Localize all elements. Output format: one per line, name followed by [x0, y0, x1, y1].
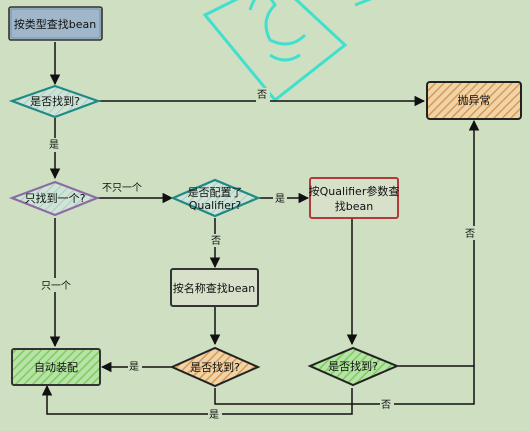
- edge-label-q2-no-bottom: 否: [381, 399, 391, 411]
- node-found-q1: 是否找到?: [8, 84, 102, 119]
- edge-label-q3-no-right: 否: [465, 228, 475, 240]
- edge-label-only-one: 只一个: [41, 280, 71, 292]
- node-found-q2-label: 是否找到?: [190, 360, 240, 374]
- node-qualifier-q-label-1: 是否配置了: [188, 186, 243, 199]
- node-qualifier-q-label-2: Qualifier?: [189, 199, 242, 212]
- node-find-by-qualifier: 按Qualifier参数查 找bean: [309, 177, 400, 219]
- node-find-by-name-label: 按名称查找bean: [173, 281, 255, 295]
- edge-q2-no-to-exception: [214, 366, 475, 405]
- node-found-q1-label: 是否找到?: [30, 94, 80, 108]
- node-find-by-type: 按类型查找bean: [8, 6, 103, 41]
- node-autowire: 自动装配: [11, 348, 101, 386]
- edge-label-qualifier-no: 否: [211, 235, 221, 247]
- node-find-by-type-label: 按类型查找bean: [14, 17, 96, 31]
- node-qualifier-q: 是否配置了 Qualifier?: [170, 178, 261, 218]
- node-find-by-name: 按名称查找bean: [170, 268, 259, 307]
- node-throw-exception: 抛异常: [426, 81, 522, 120]
- edge-label-q3-yes-bottom: 是: [209, 409, 219, 421]
- node-found-q3-label: 是否找到?: [328, 359, 378, 373]
- node-find-by-qualifier-label-2: 找bean: [335, 199, 373, 213]
- edge-label-qualifier-yes: 是: [275, 193, 285, 205]
- edge-q3-no-to-exception: [398, 119, 480, 367]
- node-only-one-q-label: 只找到一个?: [25, 191, 86, 205]
- node-throw-exception-label: 抛异常: [458, 93, 491, 107]
- node-only-one-q: 只找到一个?: [8, 180, 101, 217]
- edge-label-q2-yes: 是: [129, 361, 139, 373]
- watermark-logo: [202, 0, 373, 103]
- node-autowire-label: 自动装配: [34, 361, 78, 374]
- node-found-q2: 是否找到?: [169, 346, 261, 388]
- node-find-by-qualifier-label-1: 按Qualifier参数查: [309, 184, 400, 198]
- node-found-q3: 是否找到?: [307, 346, 400, 387]
- edge-q3-yes-to-autowire: [41, 384, 353, 415]
- edge-label-q1-yes: 是: [49, 139, 59, 151]
- edge-label-q1-no: 否: [257, 89, 267, 101]
- edge-label-not-only-one: 不只一个: [102, 182, 142, 194]
